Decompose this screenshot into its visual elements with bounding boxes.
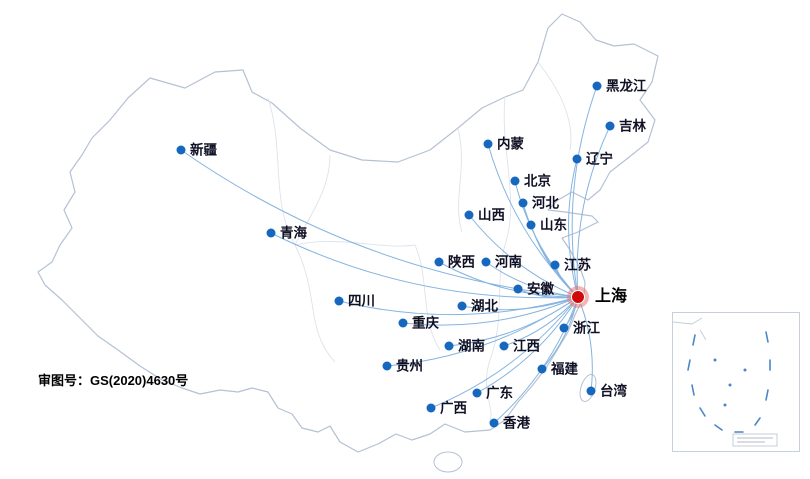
province-label: 福建 — [551, 361, 578, 377]
province-label: 重庆 — [412, 315, 439, 331]
province-dot — [489, 418, 499, 428]
province-dot — [510, 176, 520, 186]
flight-route — [522, 202, 579, 298]
flight-route — [270, 232, 579, 299]
province-label: 河北 — [532, 195, 559, 211]
map-license-number: 审图号：GS(2020)4630号 — [38, 373, 189, 388]
province-dot — [457, 301, 467, 311]
inset-frame — [672, 312, 800, 452]
province-label: 山西 — [478, 207, 505, 223]
province-label: 贵州 — [396, 358, 423, 374]
province-dot — [586, 386, 596, 396]
province-label: 吉林 — [619, 118, 646, 134]
province-dot — [518, 198, 528, 208]
flight-route — [476, 296, 579, 394]
province-label: 陕西 — [448, 254, 475, 270]
province-label: 广东 — [486, 385, 513, 401]
flight-route — [568, 158, 579, 298]
province-label: 台湾 — [600, 383, 627, 399]
province-label: 新疆 — [190, 142, 217, 158]
flight-route — [468, 214, 579, 298]
province-label: 黑龙江 — [606, 78, 647, 94]
province-dot — [513, 284, 523, 294]
province-dot — [526, 220, 536, 230]
province-dot — [481, 257, 491, 267]
province-dot — [559, 323, 569, 333]
province-label: 北京 — [524, 173, 551, 189]
province-dot — [499, 341, 509, 351]
nine-dash-line — [687, 331, 771, 433]
province-borders — [267, 61, 572, 421]
province-label: 青海 — [280, 225, 307, 241]
flight-route — [438, 261, 579, 298]
inset-scale-box — [732, 433, 778, 447]
province-label: 湖北 — [471, 298, 498, 314]
province-label: 四川 — [348, 293, 375, 309]
south-china-sea-inset — [672, 312, 800, 452]
province-dot — [537, 364, 547, 374]
flight-route — [576, 125, 611, 298]
province-dot — [483, 139, 493, 149]
province-dots — [176, 81, 615, 428]
province-dot — [592, 81, 602, 91]
hub-dot — [571, 290, 585, 304]
province-label: 河南 — [495, 254, 522, 270]
province-dot — [266, 228, 276, 238]
inset-islands — [713, 358, 747, 407]
shanghai-hub-marker — [567, 286, 589, 308]
province-label: 广西 — [440, 400, 467, 416]
flight-route — [430, 296, 579, 409]
province-dot — [572, 154, 582, 164]
province-label: 内蒙 — [497, 136, 524, 152]
province-label: 安徽 — [527, 281, 554, 297]
province-label: 浙江 — [573, 320, 600, 336]
hainan-island — [433, 451, 463, 473]
province-label: 江西 — [513, 338, 540, 354]
province-dot — [426, 403, 436, 413]
flight-route — [386, 296, 579, 367]
province-label: 香港 — [503, 415, 530, 431]
province-dot — [550, 260, 560, 270]
province-label: 辽宁 — [586, 151, 613, 167]
province-dot — [176, 145, 186, 155]
province-label: 湖南 — [458, 338, 485, 354]
inset-coastline — [672, 317, 707, 341]
province-dot — [464, 210, 474, 220]
province-label: 江苏 — [564, 257, 591, 273]
province-dot — [444, 341, 454, 351]
province-dot — [434, 257, 444, 267]
flight-route — [461, 296, 579, 311]
hub-label: 上海 — [595, 288, 628, 305]
province-dot — [472, 388, 482, 398]
province-dot — [398, 318, 408, 328]
flight-route — [571, 85, 598, 298]
flight-route — [402, 296, 579, 326]
province-dot — [334, 296, 344, 306]
china-outline — [37, 13, 659, 473]
province-dot — [382, 361, 392, 371]
province-dot — [605, 121, 615, 131]
province-label: 山东 — [540, 217, 567, 233]
flight-route — [338, 296, 579, 316]
